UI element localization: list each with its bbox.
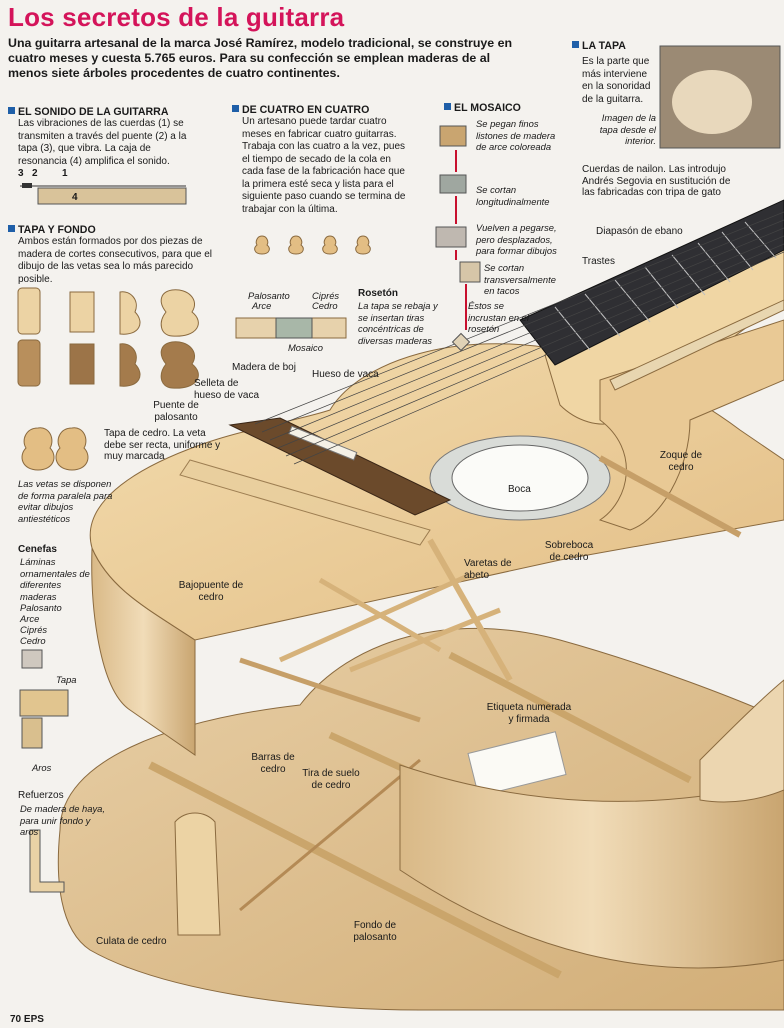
mosaico-step-1: Se pegan finos listones de madera de arc…: [476, 118, 556, 152]
strings: [254, 211, 784, 465]
sound-num-3: 3: [18, 168, 24, 179]
cenefas-item-cipres: Ciprés: [20, 624, 48, 635]
mosaico-step-3: Vuelven a pegarse, pero desplazados, par…: [476, 222, 557, 256]
roseton-text: La tapa se rebaja y se insertan tiras co…: [358, 300, 438, 346]
brace-4: [349, 607, 501, 673]
four-guitars: [254, 235, 371, 255]
neck-strip: [609, 299, 784, 391]
refuerzos-heading: Refuerzos: [18, 790, 64, 801]
refuerzos-text: De madera de haya, para unir fondo y aro…: [20, 803, 105, 837]
back-label-paper: [467, 731, 567, 797]
legend-cedro: Cedro: [312, 300, 338, 311]
intro-text: Una guitarra artesanal de la marca José …: [8, 36, 513, 80]
brace-1: [427, 538, 513, 682]
mosaico-label: Mosaico: [288, 342, 323, 353]
sound-num-2: 2: [32, 168, 38, 179]
cenefas-text: Láminas ornamentales de diferentes mader…: [20, 556, 90, 602]
mosaico-step-4: Se cortan transversalmente en tacos: [484, 262, 556, 296]
label-diapason: Diapasón de ebano: [596, 226, 683, 237]
side-right-curve: [699, 679, 784, 803]
brace-6: [598, 455, 742, 538]
legend-arce: Arce: [252, 300, 272, 311]
sound-num-4: 4: [72, 192, 78, 203]
label-culata: Culata de cedro: [96, 936, 167, 947]
section-sonido-heading: EL SONIDO DE LA GUITARRA: [8, 106, 168, 118]
label-puente: Puente de palosanto: [153, 400, 199, 423]
cenefas-heading: Cenefas: [18, 544, 57, 555]
sound-num-1: 1: [62, 168, 68, 179]
tapa-fondo-pieces: [17, 287, 199, 389]
label-selleta: Selleta de hueso de vaca: [194, 378, 260, 401]
brace-3: [278, 572, 472, 663]
label-boca: Boca: [508, 484, 531, 495]
refuerzos-illustration: [29, 829, 65, 893]
sound-hole: [451, 444, 589, 512]
la-tapa-text: Es la parte que más interviene en la son…: [582, 56, 651, 105]
section-sonido-text: Las vibraciones de las cuerdas (1) se tr…: [18, 118, 187, 167]
mosaic-steps: [435, 125, 481, 352]
legend-palosanto: Palosanto: [248, 290, 290, 301]
label-trastes: Trastes: [582, 256, 615, 267]
back-brace-3: [448, 651, 692, 784]
la-tapa-caption: Imagen de la tapa desde el interior.: [599, 112, 656, 146]
label-etiqueta: Etiqueta numerada y firmada: [486, 702, 572, 725]
section-la-tapa-heading: LA TAPA: [572, 40, 626, 52]
label-madera-boj: Madera de boj: [232, 362, 296, 373]
label-barras: Barras de cedro: [251, 752, 295, 775]
section-mosaico-heading: EL MOSAICO: [444, 102, 521, 114]
back-brace-1: [148, 761, 562, 979]
roseton-heading: Rosetón: [358, 288, 398, 299]
label-bajopuente: Bajopuente de cedro: [178, 580, 244, 603]
bridge-plate: [179, 459, 431, 546]
section-cuatro-heading: DE CUATRO EN CUATRO: [232, 104, 369, 116]
label-tapa-cedro: Tapa de cedro. La veta debe ser recta, u…: [104, 428, 221, 462]
section-tapa-fondo-text: Ambos están formados por dos piezas de m…: [18, 236, 212, 285]
cenefas-tapa-label: Tapa: [56, 674, 77, 685]
cenefas-illustration: [19, 649, 69, 749]
label-cuerdas: Cuerdas de nailon. Las introdujo Andrés …: [582, 164, 731, 198]
sound-diagram: [20, 183, 187, 205]
cenefas-aros-label: Aros: [32, 762, 52, 773]
label-tira: Tira de suelo de cedro: [302, 768, 360, 791]
legend-cipres: Ciprés: [312, 290, 340, 301]
back-center-strip: [239, 758, 421, 912]
label-varetas: Varetas de abeto: [464, 558, 512, 581]
vetas-text: Las vetas se disponen de forma paralela …: [18, 478, 113, 524]
page-footer: 70 EPS: [10, 1014, 44, 1025]
label-fondo: Fondo de palosanto: [353, 920, 397, 943]
section-cuatro-text: Un artesano puede tardar cuatro meses en…: [242, 116, 406, 215]
vetas-guitars: [21, 427, 89, 471]
mosaico-step-5: Éstos se incrustan en el rosetón: [468, 300, 529, 334]
mosaico-step-2: Se cortan longitudinalmente: [476, 184, 550, 207]
label-zoque: Zoque de cedro: [659, 450, 703, 473]
page-title: Los secretos de la guitarra: [8, 2, 345, 32]
cenefas-item-palosanto: Palosanto: [20, 602, 62, 613]
label-sobreboca: Sobreboca de cedro: [544, 540, 594, 563]
cenefas-item-arce: Arce: [20, 613, 40, 624]
label-hueso-vaca: Hueso de vaca: [312, 369, 379, 380]
section-tapa-fondo-heading: TAPA Y FONDO: [8, 224, 96, 236]
brace-5: [239, 657, 421, 723]
cenefas-item-cedro: Cedro: [20, 635, 46, 646]
culata-block: [174, 812, 221, 936]
